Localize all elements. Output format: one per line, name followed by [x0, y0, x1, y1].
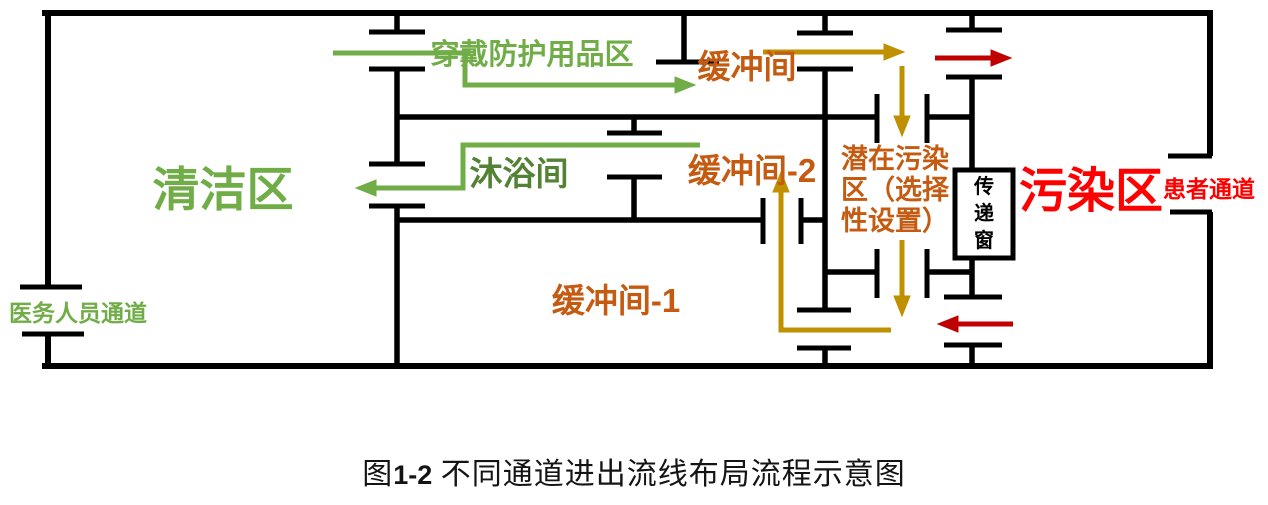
contaminated-zone-label: 污染区	[1019, 165, 1163, 218]
wall-donning-buffer-divider	[656, 13, 719, 65]
wall-potential-contaminated-divider	[944, 13, 1002, 366]
wall-horizontal-upper	[397, 94, 972, 143]
staff-entry-flow-arrow	[333, 50, 697, 94]
staff-channel-label: 医务人员通道	[9, 300, 147, 326]
wall-horizontal-middle	[397, 198, 825, 244]
transfer-window-label-char-3: 窗	[974, 228, 994, 252]
potential-zone-line-3: 性设置）	[841, 206, 949, 236]
buffer-room-2-label: 缓冲间-2	[688, 152, 816, 189]
outer-walls	[42, 10, 1213, 369]
figure-caption-number: 1-2	[393, 460, 433, 490]
wall-horizontal-lower	[825, 249, 972, 298]
staff-exit-flow-arrow	[354, 142, 700, 197]
return-to-buffer2-arrow	[772, 170, 891, 333]
transfer-window-box	[952, 167, 1016, 261]
potential-zone-line-1: 潜在污染	[841, 144, 949, 174]
potential-contamination-zone-label: 潜在污染 区（选择 性设置）	[841, 144, 950, 236]
patient-channel-label: 患者通道	[1163, 176, 1255, 202]
figure-caption-title: 不同通道进出流线布局流程示意图	[432, 458, 906, 491]
transfer-window-label-char-2: 递	[974, 201, 994, 225]
figure-caption-prefix: 图	[362, 458, 394, 491]
door-staff-channel	[20, 284, 84, 337]
shower-room-label: 沐浴间	[470, 155, 569, 192]
clean-zone-label: 清洁区	[153, 163, 294, 216]
door-patient-channel	[1168, 153, 1212, 215]
door-donning-to-clean	[369, 29, 425, 72]
donning-ppe-area-label: 穿戴防护用品区	[430, 37, 633, 71]
transfer-window-label-char-1: 传	[973, 175, 994, 198]
figure-caption: 图1-2 不同通道进出流线布局流程示意图	[0, 449, 1268, 493]
potential-zone-line-2: 区（选择	[841, 175, 950, 205]
door-shower-to-clean	[369, 161, 425, 209]
wall-shower-buffer2-divider	[607, 117, 662, 220]
buffer-room-1-label: 缓冲间-1	[552, 282, 680, 319]
buffer-room-label: 缓冲间	[698, 48, 797, 85]
